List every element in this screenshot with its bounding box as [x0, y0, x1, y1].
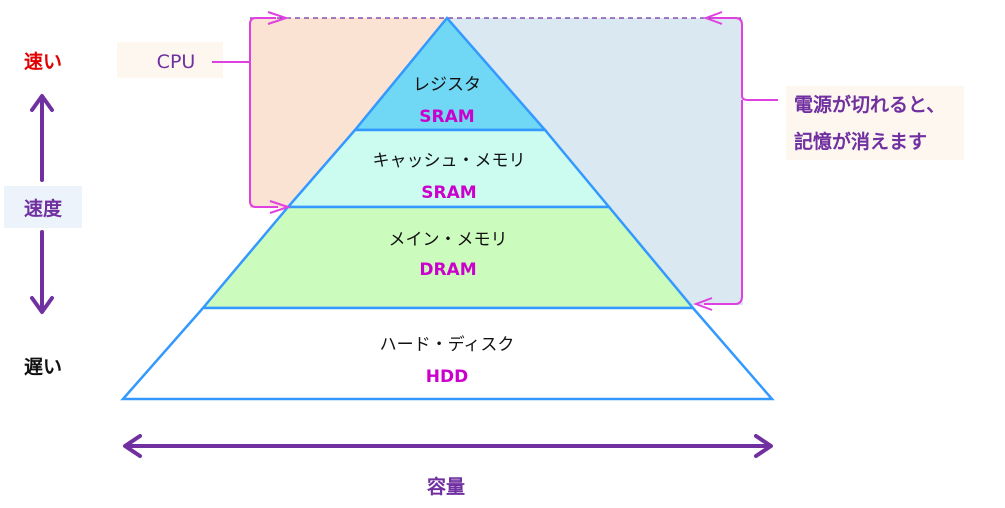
speed-label-background: [4, 186, 82, 228]
level-main-memory-tech: DRAM: [419, 260, 476, 280]
cpu-bracket: [212, 17, 278, 208]
capacity-axis-arrow: [123, 434, 773, 458]
volatile-note-line-1: 電源が切れると、: [794, 93, 945, 116]
capacity-label: 容量: [427, 475, 465, 498]
level-disk-shape: [120, 306, 775, 401]
volatile-note-background: [786, 86, 964, 160]
volatile-note-line-2: 記憶が消えます: [794, 130, 927, 153]
volatile-bracket: [704, 17, 778, 305]
volatile-bracket-bottom-arrowhead: [693, 297, 713, 311]
level-register-tech: SRAM: [419, 107, 474, 127]
cpu-bracket-top-arrowhead: [267, 11, 290, 25]
level-disk-name: ハード・ディスク: [380, 334, 515, 355]
level-cache-tech: SRAM: [421, 183, 476, 203]
speed-fast-label: 速い: [24, 50, 62, 73]
level-main-memory-shape: [200, 205, 696, 310]
level-register-name: レジスタ: [413, 75, 481, 95]
cpu-label-background: [117, 42, 223, 78]
cpu-bracket-bottom-arrowhead: [269, 200, 292, 214]
cpu-label: CPU: [157, 51, 196, 73]
level-disk-tech: HDD: [426, 367, 468, 387]
level-cache-name: キャッシュ・メモリ: [373, 151, 526, 171]
speed-slow-label: 遅い: [24, 356, 62, 378]
speed-axis-arrow: [30, 94, 54, 314]
speed-axis-label: 速度: [24, 197, 63, 220]
level-main-memory-name: メイン・メモリ: [389, 230, 508, 250]
volatile-bracket-top-arrowhead: [703, 11, 723, 25]
